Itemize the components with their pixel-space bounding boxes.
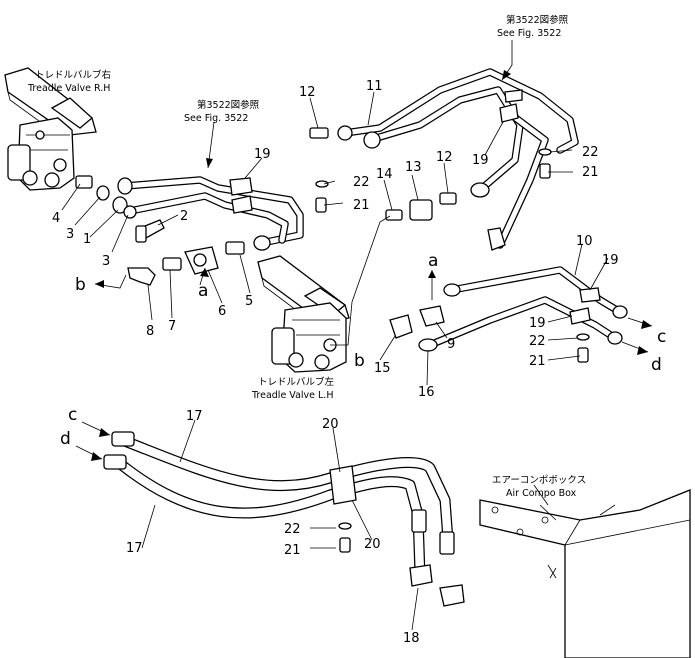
connection-letter-c: c bbox=[68, 405, 77, 425]
part-number-9: 9 bbox=[447, 337, 455, 352]
part-number-1: 1 bbox=[83, 232, 91, 247]
part-number-6: 6 bbox=[218, 304, 226, 319]
part-number-20: 20 bbox=[322, 417, 339, 432]
part-number-19: 19 bbox=[472, 153, 489, 168]
connection-letter-b: b bbox=[354, 351, 365, 371]
connection-letter-c: c bbox=[657, 327, 666, 347]
part-number-22: 22 bbox=[284, 522, 301, 537]
treadle-valve-lh-icon bbox=[257, 255, 350, 373]
part-number-22: 22 bbox=[582, 145, 599, 160]
part-number-17: 17 bbox=[126, 541, 143, 556]
part-number-19: 19 bbox=[254, 147, 271, 162]
bolt-icon bbox=[315, 163, 589, 553]
part-number-14: 14 bbox=[376, 167, 393, 182]
fitting-icon bbox=[75, 125, 628, 607]
part-number-20: 20 bbox=[364, 537, 381, 552]
part-number-21: 21 bbox=[529, 354, 546, 369]
clamp-icon bbox=[229, 89, 601, 505]
part-number-21: 21 bbox=[353, 198, 370, 213]
part-number-10: 10 bbox=[576, 234, 593, 249]
part-number-4: 4 bbox=[52, 211, 60, 226]
part-number-16: 16 bbox=[418, 385, 435, 400]
valve-rh-caption-en: Treadle Valve R.H bbox=[27, 83, 110, 94]
washer-icon bbox=[315, 148, 590, 530]
treadle-valve-rh-icon bbox=[4, 67, 97, 191]
part-number-17: 17 bbox=[186, 409, 203, 424]
valve-lh-caption-jp: トレドルバルブ左 bbox=[258, 376, 335, 388]
part-number-11: 11 bbox=[366, 79, 383, 94]
box-caption-en: Air Compo Box bbox=[506, 488, 577, 499]
leader-lines bbox=[61, 91, 609, 631]
part-number-18: 18 bbox=[403, 631, 420, 646]
connection-letter-b: b bbox=[75, 275, 86, 295]
connection-letter-a: a bbox=[198, 281, 208, 301]
part-number-22: 22 bbox=[529, 334, 546, 349]
valve-rh-caption-jp: トレドルバルブ右 bbox=[35, 69, 111, 81]
ref-caption-top-jp: 第3522図参照 bbox=[506, 14, 569, 26]
part-number-19: 19 bbox=[529, 316, 546, 331]
part-number-12: 12 bbox=[436, 150, 453, 165]
connection-letter-d: d bbox=[651, 355, 662, 375]
part-number-3: 3 bbox=[102, 254, 110, 269]
part-number-5: 5 bbox=[245, 294, 253, 309]
arrow-icon bbox=[75, 40, 653, 506]
part-number-13: 13 bbox=[405, 160, 422, 175]
ref-caption-top-en: See Fig. 3522 bbox=[497, 28, 561, 39]
connection-letter-a: a bbox=[428, 251, 438, 271]
part-number-12: 12 bbox=[299, 85, 316, 100]
part-number-8: 8 bbox=[146, 324, 154, 339]
box-icon bbox=[479, 489, 691, 658]
part-number-21: 21 bbox=[582, 165, 599, 180]
part-number-19: 19 bbox=[602, 253, 619, 268]
part-number-7: 7 bbox=[168, 319, 176, 334]
box-caption-jp: エアーコンポボックス bbox=[492, 475, 586, 486]
part-number-21: 21 bbox=[284, 543, 301, 558]
tube-icon bbox=[121, 68, 624, 349]
ref-caption-left-jp: 第3522図参照 bbox=[197, 99, 260, 111]
part-number-22: 22 bbox=[353, 175, 370, 190]
hose-icon bbox=[112, 434, 454, 581]
part-number-2: 2 bbox=[180, 209, 188, 224]
ref-caption-left-en: See Fig. 3522 bbox=[184, 113, 248, 124]
valve-lh-caption-en: Treadle Valve L.H bbox=[251, 390, 333, 401]
connection-letter-d: d bbox=[60, 429, 71, 449]
part-number-15: 15 bbox=[374, 361, 391, 376]
part-number-3: 3 bbox=[66, 227, 74, 242]
